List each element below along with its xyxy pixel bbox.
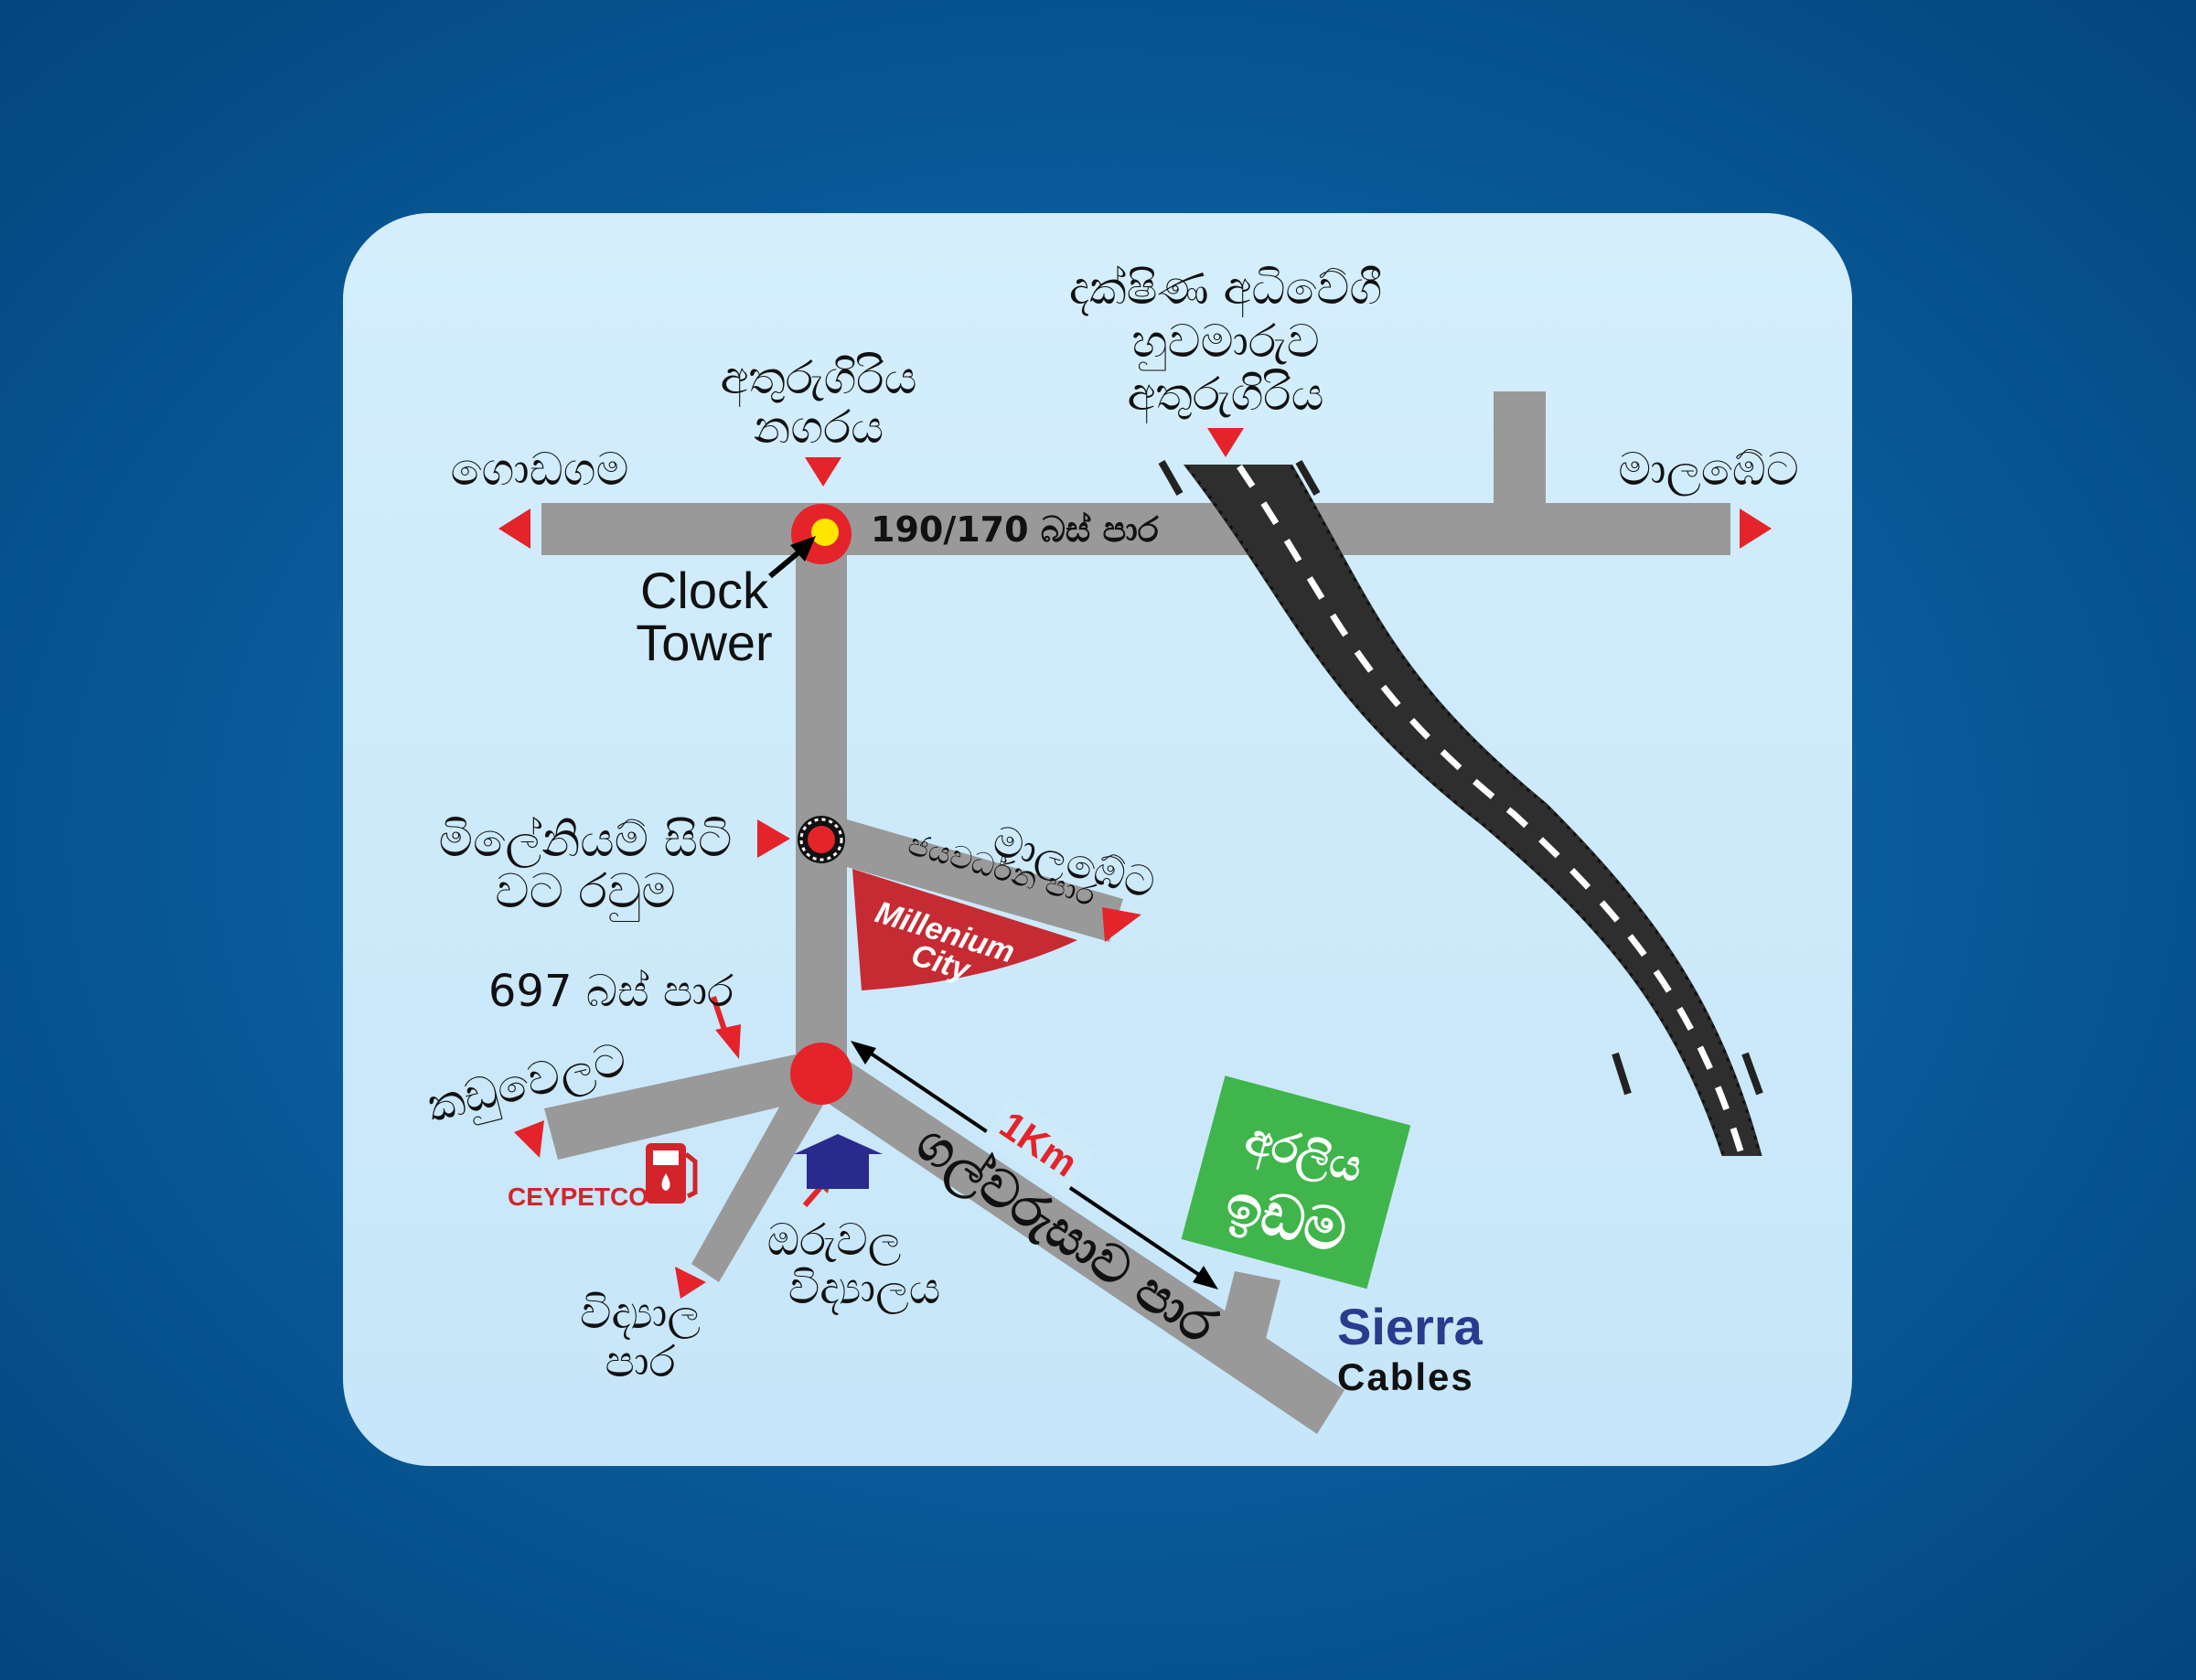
road-galwarusawa bbox=[814, 1050, 1344, 1434]
malabe-top-label: මාලඹේට bbox=[1618, 443, 1799, 497]
millennium-roundabout bbox=[798, 816, 845, 863]
vidyala-road-label-1: විද්‍යාල bbox=[580, 1288, 701, 1340]
road-vidyala bbox=[691, 1081, 829, 1282]
arrow-kaduwela-icon bbox=[514, 1120, 544, 1158]
arrow-godagama-icon bbox=[498, 508, 530, 549]
millennium-label-1: මිලේනියම් සිටි bbox=[439, 813, 733, 868]
sierra-label: Sierra bbox=[1337, 1298, 1484, 1355]
millennium-label-2: වට රවුම bbox=[495, 864, 676, 923]
school-icon bbox=[794, 1134, 883, 1189]
arrow-highway-icon bbox=[1207, 428, 1244, 457]
highway-label-2: හුවමාරුව bbox=[1131, 315, 1319, 370]
arrow-vidyala-icon bbox=[675, 1267, 706, 1299]
millenium-city-area: Millenium City bbox=[852, 869, 1077, 990]
bus-697-label: 697 බස් පාර bbox=[488, 966, 734, 1017]
oruwala-school-label-1: ඔරුවල bbox=[767, 1215, 902, 1266]
arrow-millennium-icon bbox=[757, 819, 790, 858]
clock-tower-marker bbox=[768, 504, 852, 579]
highway-label-1: දක්ෂිණ අධිවේගී bbox=[1069, 262, 1382, 318]
clock-tower-label-2: Tower bbox=[636, 614, 772, 671]
highway-label-3: අතුරුගිරිය bbox=[1127, 368, 1323, 424]
road-jayawardena bbox=[821, 812, 1123, 942]
junction-marker bbox=[790, 1043, 852, 1105]
clock-tower-label-1: Clock bbox=[640, 562, 769, 619]
bus-route-top-label: 190/170 බස් පාර bbox=[871, 509, 1160, 550]
cables-label: Cables bbox=[1337, 1355, 1474, 1398]
arrow-malabe-mid-icon bbox=[1102, 907, 1141, 942]
direction-markers bbox=[498, 428, 1772, 1299]
expressway bbox=[1158, 460, 1763, 1156]
road-kaduwela bbox=[544, 1050, 828, 1160]
road-araliya-connector bbox=[1216, 1271, 1280, 1354]
road-main-horizontal bbox=[541, 503, 1730, 555]
godagama-label: ගොඩගම bbox=[451, 443, 629, 496]
road-vertical bbox=[796, 529, 847, 1059]
ceypetco-label: CEYPETCO bbox=[508, 1182, 648, 1211]
fuel-station: CEYPETCO bbox=[508, 1143, 698, 1211]
road-network bbox=[541, 391, 1730, 1434]
vidyala-road-label-2: පාර bbox=[605, 1336, 675, 1387]
araliya-land-sign: අරලිය ඉඩම bbox=[1181, 1075, 1411, 1289]
arrow-athurugiriya-icon bbox=[805, 457, 841, 487]
athurugiriya-label-2: නගරය bbox=[754, 401, 884, 454]
road-right-stub bbox=[1494, 391, 1546, 506]
expressway-center-line bbox=[1237, 465, 1745, 1156]
arrow-malabe-top-icon bbox=[1740, 508, 1772, 549]
oruwala-school-label-2: විද්‍යාලය bbox=[788, 1263, 941, 1315]
athurugiriya-label-1: අතුරුගිරිය bbox=[720, 351, 916, 408]
